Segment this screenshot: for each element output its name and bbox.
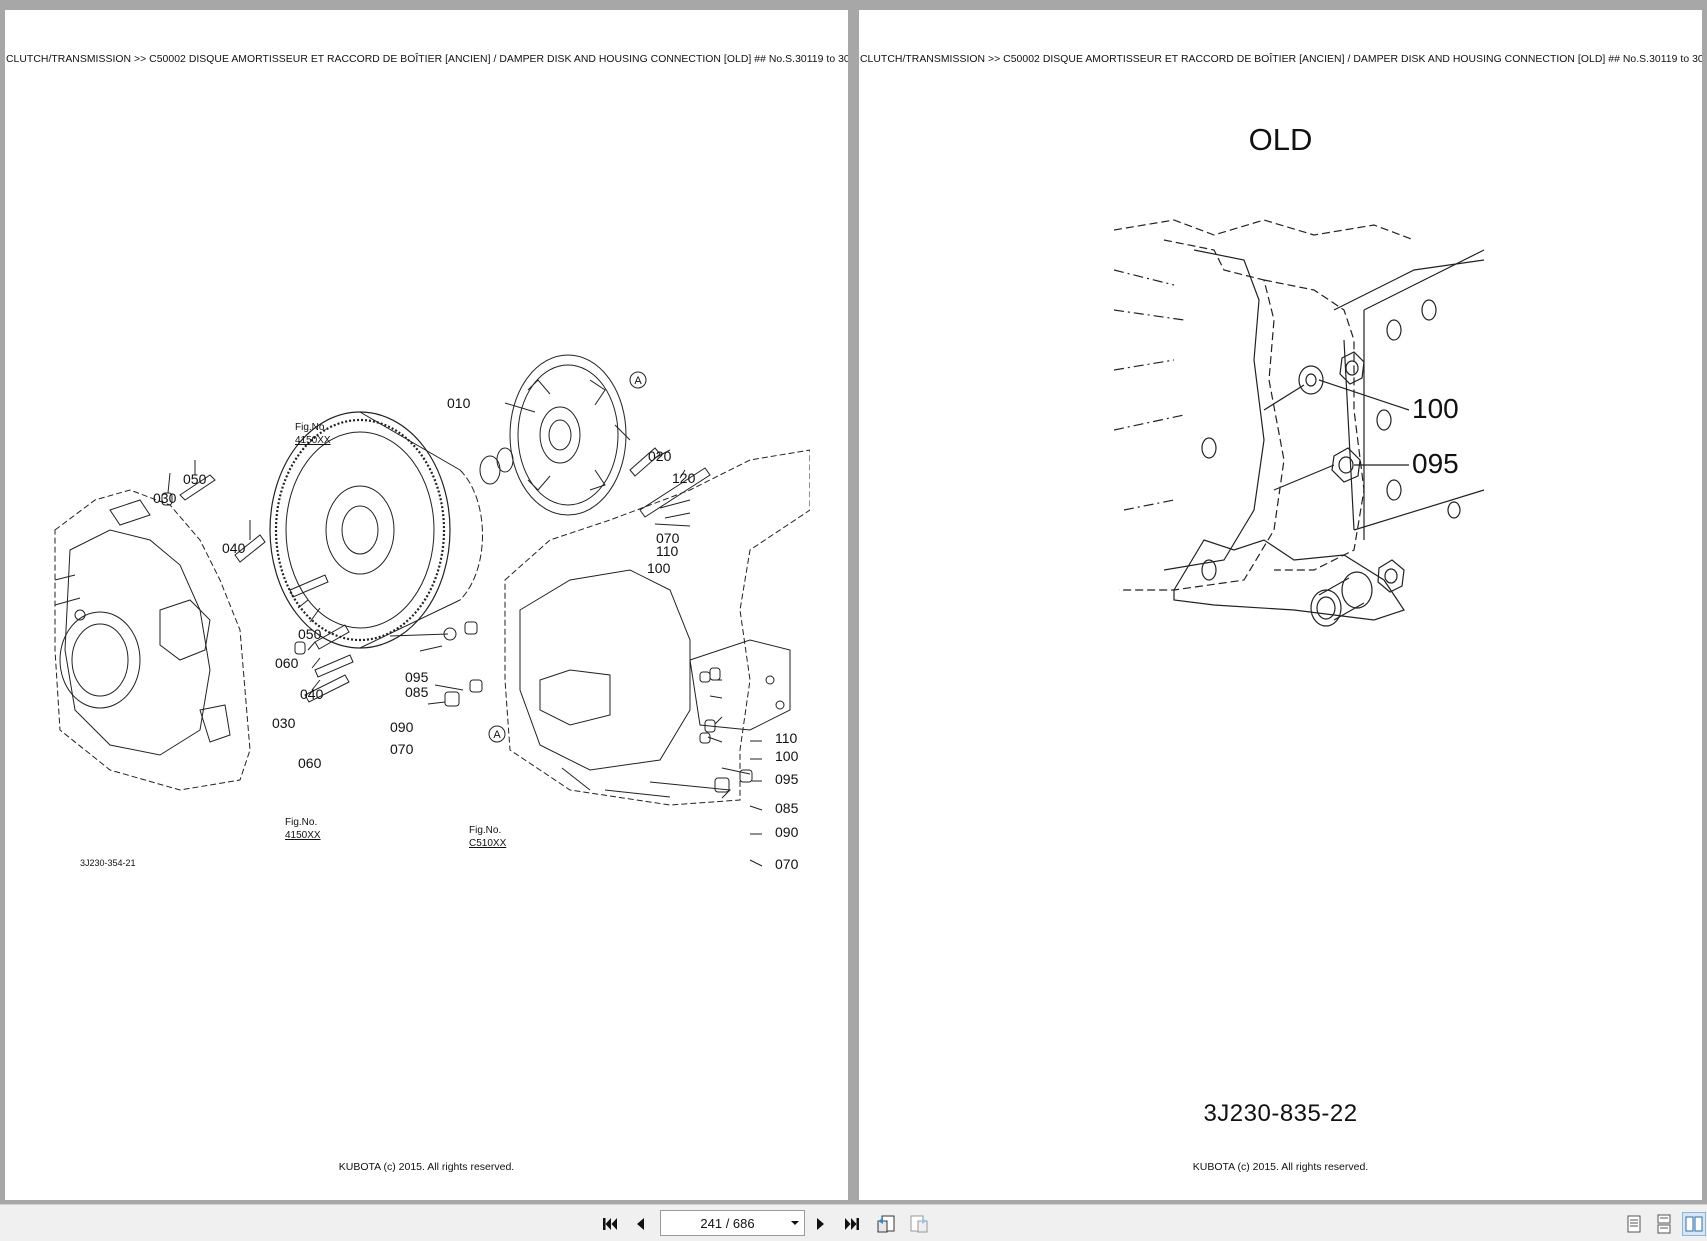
prev-page-icon <box>637 1218 644 1230</box>
callout-label: 070 <box>390 741 414 757</box>
callout-label: 095 <box>1412 448 1459 479</box>
callout-label: 120 <box>672 470 696 486</box>
fig-ref-label: Fig.No. <box>295 422 327 433</box>
callout-label: 090 <box>775 824 799 840</box>
callout-label: 060 <box>298 755 322 771</box>
callout-label: 070 <box>775 856 799 870</box>
first-page-button[interactable] <box>598 1212 622 1236</box>
page-number-field[interactable]: 241 / 686 <box>660 1210 805 1236</box>
continuous-view-button[interactable] <box>1652 1212 1676 1236</box>
callout-label: 095 <box>405 669 429 685</box>
fig-ref-number: C510XX <box>469 838 507 849</box>
prev-page-button[interactable] <box>628 1212 652 1236</box>
two-page-view-icon <box>1685 1216 1703 1232</box>
viewer-toolbar: 241 / 686 <box>0 1204 1707 1241</box>
page-dropdown-button[interactable] <box>786 1211 804 1235</box>
callout-label: 085 <box>775 800 799 816</box>
exploded-parts-diagram: A A Fig.No. 4150XX Fig.No. 4150XX Fig.No… <box>54 354 810 870</box>
fig-ref-label: Fig.No. <box>469 825 501 836</box>
callout-label: 040 <box>222 540 246 556</box>
go-back-icon <box>877 1215 895 1233</box>
callout-label: 050 <box>298 626 322 642</box>
callout-label: 030 <box>272 715 296 731</box>
old-title: OLD <box>1248 122 1313 157</box>
callout-label: 110 <box>656 543 679 559</box>
callout-label: 110 <box>775 730 798 746</box>
detail-diagram: 100 095 <box>1114 219 1485 627</box>
document-viewer: CLUTCH/TRANSMISSION >> C50002 DISQUE AMO… <box>5 10 1702 1200</box>
two-page-view-button[interactable] <box>1682 1212 1706 1236</box>
page-header: CLUTCH/TRANSMISSION >> C50002 DISQUE AMO… <box>860 54 1702 65</box>
first-page-icon <box>603 1218 617 1230</box>
callout-label: 085 <box>405 684 429 700</box>
callout-label: 040 <box>300 686 324 702</box>
callout-label: 070 <box>656 530 680 546</box>
continuous-view-icon <box>1657 1214 1671 1234</box>
figure-id: 3J230-835-22 <box>1203 1100 1358 1127</box>
page-footer: KUBOTA (c) 2015. All rights reserved. <box>338 1161 515 1173</box>
go-forward-icon <box>910 1215 928 1233</box>
callout-label: 060 <box>275 655 299 671</box>
go-forward-button[interactable] <box>907 1212 931 1236</box>
callout-label: 050 <box>183 471 207 487</box>
next-page-icon <box>817 1218 824 1230</box>
callout-label: 020 <box>648 448 672 464</box>
last-page-icon <box>845 1218 859 1230</box>
callout-label: 090 <box>390 719 414 735</box>
fig-ref-label: Fig.No. <box>285 817 317 828</box>
page-header: CLUTCH/TRANSMISSION >> C50002 DISQUE AMO… <box>6 54 848 65</box>
chevron-down-icon <box>791 1221 799 1225</box>
callout-label: 095 <box>775 771 799 787</box>
ref-mark: A <box>493 729 501 741</box>
ref-mark: A <box>634 375 642 387</box>
page-footer: KUBOTA (c) 2015. All rights reserved. <box>1192 1161 1369 1173</box>
page-right: CLUTCH/TRANSMISSION >> C50002 DISQUE AMO… <box>859 10 1702 1200</box>
single-page-view-icon <box>1627 1215 1641 1233</box>
last-page-button[interactable] <box>840 1212 864 1236</box>
fig-ref-number: 4150XX <box>285 830 321 841</box>
go-back-button[interactable] <box>874 1212 898 1236</box>
callout-label: 030 <box>153 490 177 506</box>
page-indicator[interactable]: 241 / 686 <box>700 1215 755 1231</box>
callout-label: 010 <box>447 395 471 411</box>
callout-label: 100 <box>647 560 671 576</box>
callout-label: 100 <box>775 748 799 764</box>
figure-id: 3J230-354-21 <box>80 858 136 868</box>
callout-label: 100 <box>1412 393 1459 424</box>
fig-ref-number: 4150XX <box>295 435 331 446</box>
page-left: CLUTCH/TRANSMISSION >> C50002 DISQUE AMO… <box>5 10 848 1200</box>
single-page-view-button[interactable] <box>1622 1212 1646 1236</box>
next-page-button[interactable] <box>809 1212 833 1236</box>
